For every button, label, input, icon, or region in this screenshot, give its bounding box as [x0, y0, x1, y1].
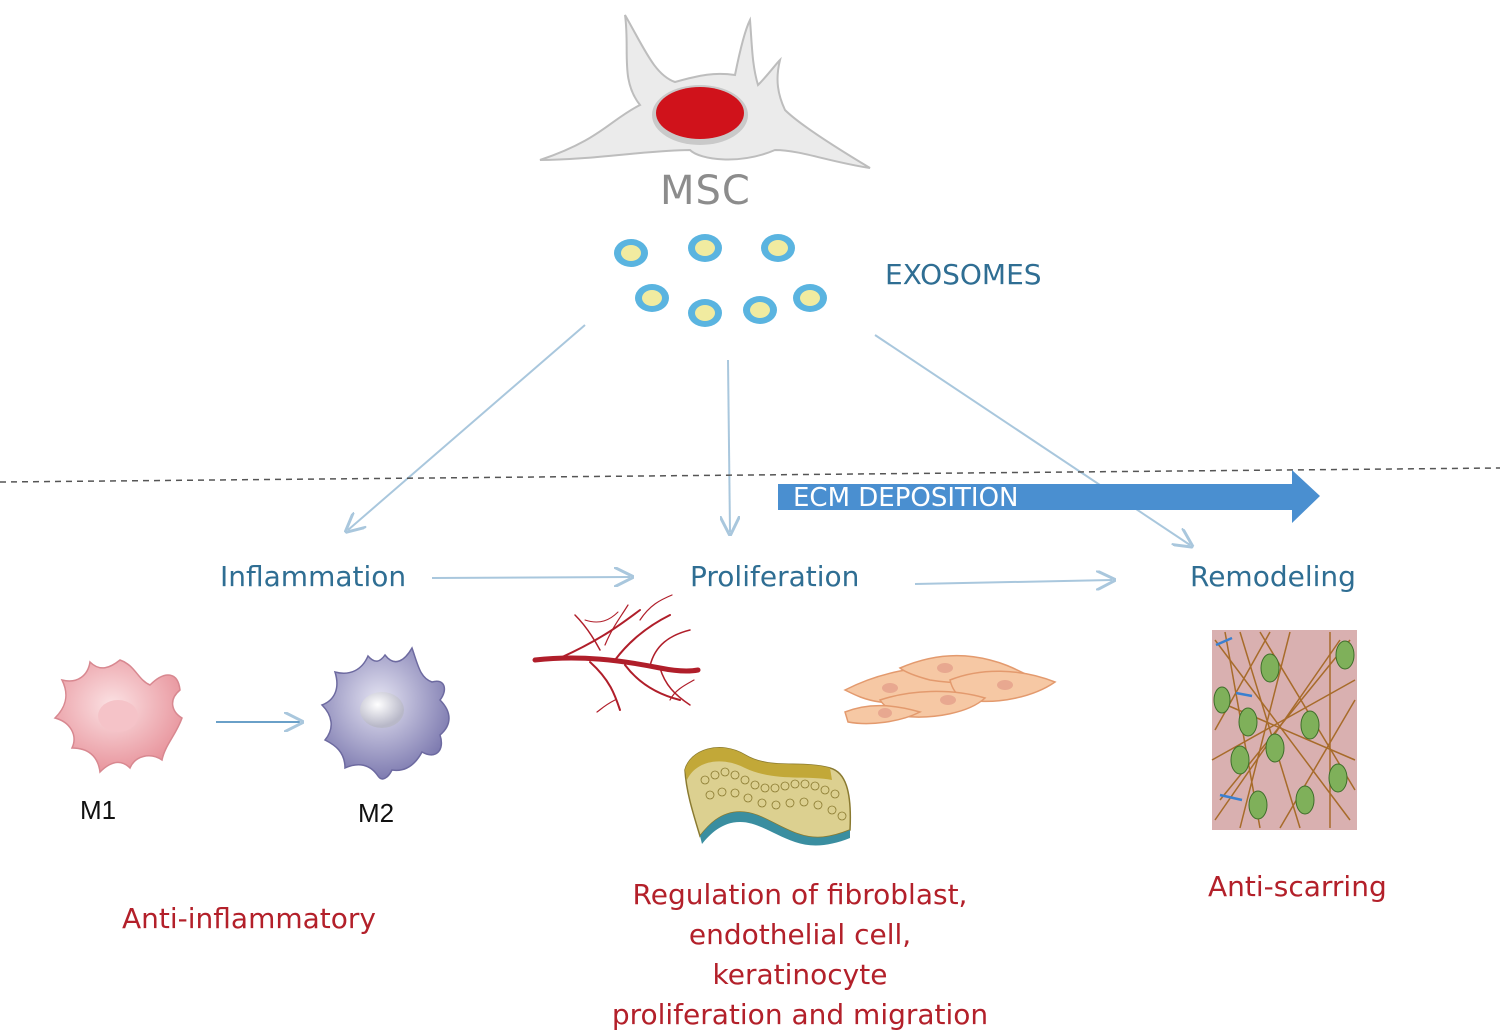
effect-regulation-line-1: Regulation of fibroblast,: [632, 878, 968, 911]
arrow-inflammation-to-proliferation: [431, 577, 630, 578]
msc-label: MSC: [660, 168, 751, 214]
msc-cell-illustration: [539, 14, 871, 169]
ecm-deposition-arrow: [778, 470, 1320, 523]
exosome-cluster: [614, 234, 827, 327]
m2-macrophage-illustration: [320, 646, 450, 780]
exosome: [743, 296, 777, 324]
arrow-to-inflammation: [348, 324, 586, 530]
arrow-proliferation-to-remodeling: [914, 580, 1112, 584]
effect-anti-scarring: Anti-scarring: [1208, 870, 1387, 903]
exosome: [793, 284, 827, 312]
stage-remodeling: Remodeling: [1190, 560, 1356, 593]
stage-proliferation: Proliferation: [690, 560, 860, 593]
effect-regulation: Regulation of fibroblast, endothelial ce…: [600, 875, 1000, 1035]
effect-anti-inflammatory: Anti-inflammatory: [122, 902, 376, 935]
effect-regulation-line-3: proliferation and migration: [611, 998, 989, 1031]
m2-label: M2: [358, 798, 395, 828]
fibroblasts-illustration: [843, 654, 1057, 725]
ecm-deposition-label: ECM DEPOSITION: [793, 483, 1019, 513]
exosomes-label: EXOSOMES: [885, 258, 1042, 291]
exosome: [688, 299, 722, 327]
exosome: [635, 284, 669, 312]
diagram-canvas: [0, 14, 1500, 846]
arrow-to-proliferation: [728, 359, 730, 532]
dashed-separator: [0, 467, 1500, 483]
remodeling-tissue-illustration: [1211, 630, 1357, 830]
exosome: [614, 239, 648, 267]
exosome: [761, 234, 795, 262]
effect-regulation-line-2: endothelial cell, keratinocyte: [688, 918, 912, 991]
m1-macrophage-illustration: [53, 659, 183, 774]
skin-tissue-illustration: [684, 747, 852, 846]
blood-vessel-illustration: [532, 594, 701, 713]
arrow-to-remodeling: [874, 334, 1190, 545]
stage-inflammation: Inflammation: [220, 560, 407, 593]
m1-label: M1: [80, 795, 117, 825]
exosome: [688, 234, 722, 262]
